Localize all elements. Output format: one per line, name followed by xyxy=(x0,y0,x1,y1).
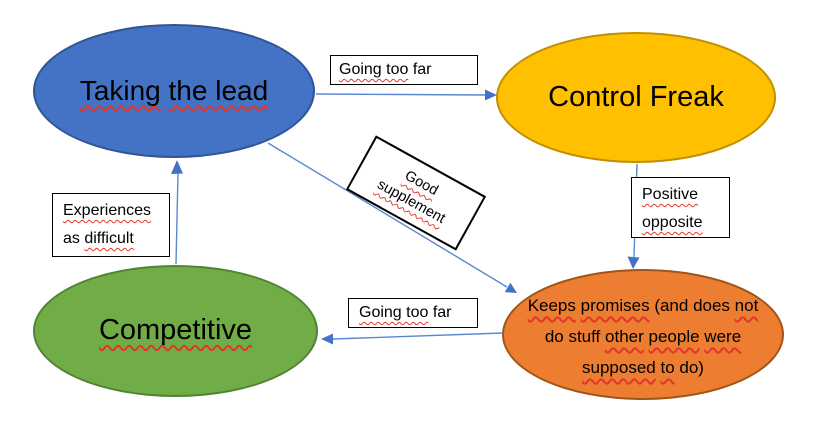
text-run: not xyxy=(734,296,759,315)
text-run: Keeps xyxy=(527,296,576,315)
text-run: far xyxy=(428,304,452,321)
text-line: Experiences xyxy=(63,197,169,225)
text-run: do stuff xyxy=(544,327,606,346)
text-run: were xyxy=(704,327,742,346)
text-run: (and does xyxy=(649,296,735,315)
node-taking-the-lead-label: Taking the lead xyxy=(80,75,268,107)
connector-line xyxy=(315,93,487,96)
text-run: opposite xyxy=(642,214,703,231)
text-run: as xyxy=(63,230,85,247)
text-run: Taking xyxy=(79,74,161,106)
text-run: people xyxy=(648,327,700,346)
text-line: Keeps promises (and does not xyxy=(507,290,779,321)
node-competitive[interactable]: Competitive xyxy=(33,265,318,397)
arrowhead-icon xyxy=(485,89,497,101)
arrowhead-icon xyxy=(627,256,640,269)
text-run: to xyxy=(660,358,675,377)
arrowhead-icon xyxy=(321,333,333,345)
text-run: far xyxy=(408,61,432,78)
text-run: Competitive xyxy=(98,314,253,347)
node-control-freak-label: Control Freak xyxy=(548,81,724,114)
node-taking-the-lead[interactable]: Taking the lead xyxy=(33,24,315,158)
connector-competitive-to-taking[interactable] xyxy=(171,160,183,265)
text-run: Positive xyxy=(642,186,699,203)
text-line: as difficult xyxy=(63,225,169,253)
label-text: Going too far xyxy=(359,304,452,322)
node-competitive-label: Competitive xyxy=(99,314,252,347)
text-run: other xyxy=(605,327,644,346)
connector-line xyxy=(332,332,504,340)
label-going-too-far-top[interactable]: Going too far xyxy=(330,55,478,85)
text-run: Experiences xyxy=(63,202,152,219)
node-keeps-promises-label: Keeps promises (and does not do stuff ot… xyxy=(507,286,779,383)
connector-taking-to-keepspromises[interactable] xyxy=(267,142,517,293)
text-run: Control Freak xyxy=(548,80,724,113)
connector-keepspromises-to-competitive[interactable] xyxy=(321,332,504,345)
label-positive-opposite[interactable]: Positive opposite xyxy=(631,177,730,238)
text-line: do stuff other people were xyxy=(507,321,779,352)
node-control-freak[interactable]: Control Freak xyxy=(496,32,776,163)
label-going-too-far-bottom[interactable]: Going too far xyxy=(348,298,478,328)
text-run: Going too xyxy=(339,61,409,78)
text-line: Positive xyxy=(642,181,729,209)
connector-line xyxy=(175,172,179,265)
text-line: supposed to do) xyxy=(507,352,779,383)
text-run: supposed xyxy=(582,358,656,377)
connector-taking-to-controlfreak[interactable] xyxy=(315,89,497,101)
connector-line xyxy=(267,142,508,288)
arrowhead-icon xyxy=(504,282,517,293)
text-line: opposite xyxy=(642,209,729,237)
label-text: Going too far xyxy=(339,61,432,79)
text-run: the lead xyxy=(168,74,269,106)
text-run: promises xyxy=(580,296,650,315)
text-run: do) xyxy=(674,358,704,377)
text-run: difficult xyxy=(84,230,134,247)
node-keeps-promises[interactable]: Keeps promises (and does not do stuff ot… xyxy=(502,269,784,400)
text-run: Going too xyxy=(359,304,429,321)
label-experiences-as-difficult[interactable]: Experiences as difficult xyxy=(52,193,170,257)
arrowhead-icon xyxy=(171,160,183,174)
